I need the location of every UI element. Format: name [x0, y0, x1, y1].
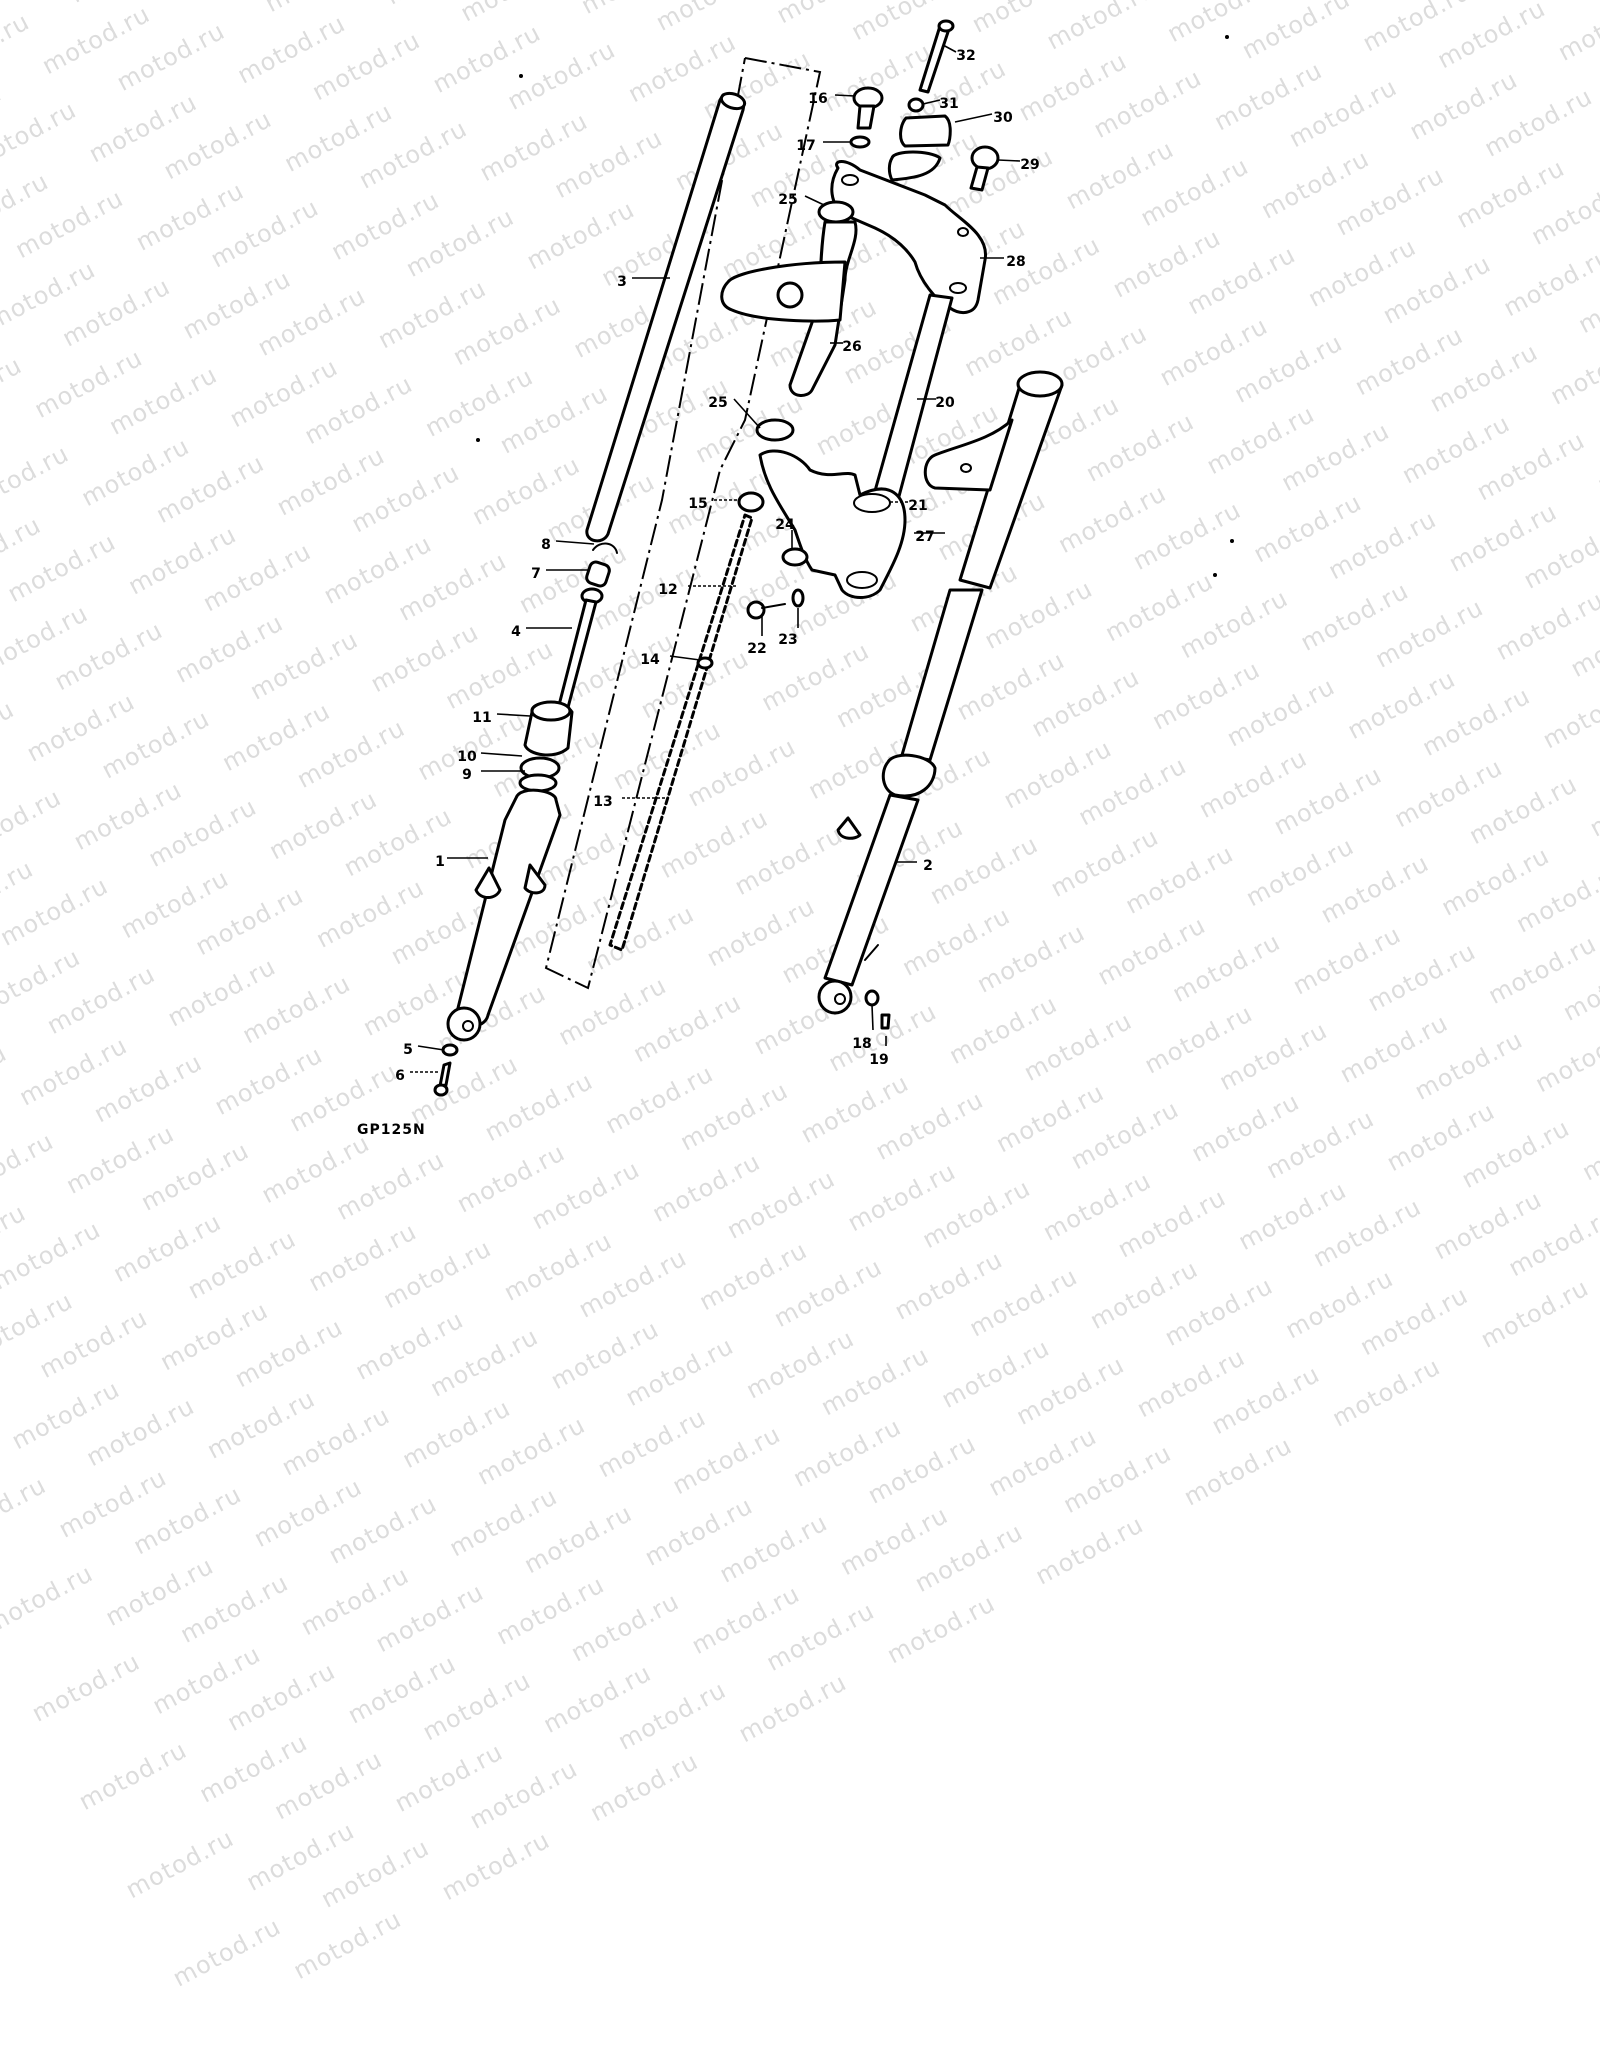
callout-27: 27: [915, 529, 934, 545]
inner-parts-boundary: [544, 57, 822, 990]
callout-24: 24: [775, 517, 795, 533]
model-code: GP125N: [357, 1122, 426, 1138]
part-1-left-outer-tube: [446, 788, 562, 1042]
part-11-oil-lock-piece: [523, 700, 574, 757]
part-31-nut: [907, 97, 925, 113]
part-3-inner-tube: [585, 91, 747, 543]
part-10-9-oil-seal: [518, 756, 561, 793]
part-15-spring-seat: [737, 491, 765, 513]
callout-15: 15: [688, 496, 707, 512]
part-4-damper-rod: [555, 587, 604, 717]
callout-29: 29: [1020, 157, 1039, 173]
part-26-steering-stem-upper: [720, 220, 858, 397]
part-25-upper-bearing: [817, 200, 855, 224]
callout-25a: 25: [778, 192, 797, 208]
part-2-right-outer-tube: [817, 588, 984, 1015]
callout-5: 5: [403, 1042, 413, 1058]
callout-2: 2: [923, 858, 933, 874]
callout-20: 20: [935, 395, 955, 411]
callout-7: 7: [531, 566, 541, 582]
part-6-drain-bolt: [433, 1061, 452, 1097]
callout-19: 19: [869, 1052, 888, 1068]
part-29-bolt: [969, 145, 1000, 192]
fork-exploded-diagram: 1234567891011121314151617181920212223242…: [395, 19, 1234, 1097]
part-23-washer: [791, 588, 805, 608]
callout-31: 31: [939, 96, 958, 112]
callout-28: 28: [1006, 254, 1025, 270]
part-18-washer: [864, 989, 880, 1007]
callout-12: 12: [658, 582, 677, 598]
part-28-upper-bracket: [830, 160, 987, 314]
callout-9: 9: [462, 767, 472, 783]
leader-lines: [410, 44, 1021, 1073]
callout-3: 3: [617, 274, 627, 290]
callout-22: 22: [747, 641, 766, 657]
callout-32: 32: [956, 48, 975, 64]
callout-21: 21: [908, 498, 927, 514]
callout-18: 18: [852, 1036, 871, 1052]
callout-10: 10: [457, 749, 477, 765]
part-7-rebound-spring: [585, 560, 611, 588]
part-32-stem-bolt: [918, 19, 955, 94]
part-19-bolt: [880, 1013, 891, 1030]
callout-23: 23: [778, 632, 797, 648]
part-25-lower-bearing: [755, 418, 795, 442]
callout-25b: 25: [708, 395, 727, 411]
callout-6: 6: [395, 1068, 405, 1084]
callout-11: 11: [472, 710, 491, 726]
callout-30: 30: [993, 110, 1013, 126]
callout-13: 13: [593, 794, 612, 810]
part-24-clamp-bolt: [781, 547, 809, 567]
part-30-handlebar-holder: [887, 114, 952, 182]
part-5-gasket: [441, 1043, 459, 1057]
callout-1: 1: [435, 854, 445, 870]
part-22-bolt: [746, 600, 786, 620]
part-27-right-inner-tube: [923, 370, 1064, 590]
part-17-washer: [849, 135, 871, 149]
part-12-13-fork-spring: [608, 513, 754, 952]
callout-14: 14: [640, 652, 660, 668]
part-8-circlip: [592, 542, 618, 554]
scan-specks: [476, 35, 1234, 577]
callout-4: 4: [511, 624, 521, 640]
callout-26: 26: [842, 339, 861, 355]
callout-16: 16: [808, 91, 827, 107]
callout-8: 8: [541, 537, 551, 553]
part-14-spacer: [696, 656, 714, 670]
part-21-lower-bracket: [758, 449, 907, 599]
callout-17: 17: [796, 138, 815, 154]
part-16-bolt: [852, 86, 884, 130]
